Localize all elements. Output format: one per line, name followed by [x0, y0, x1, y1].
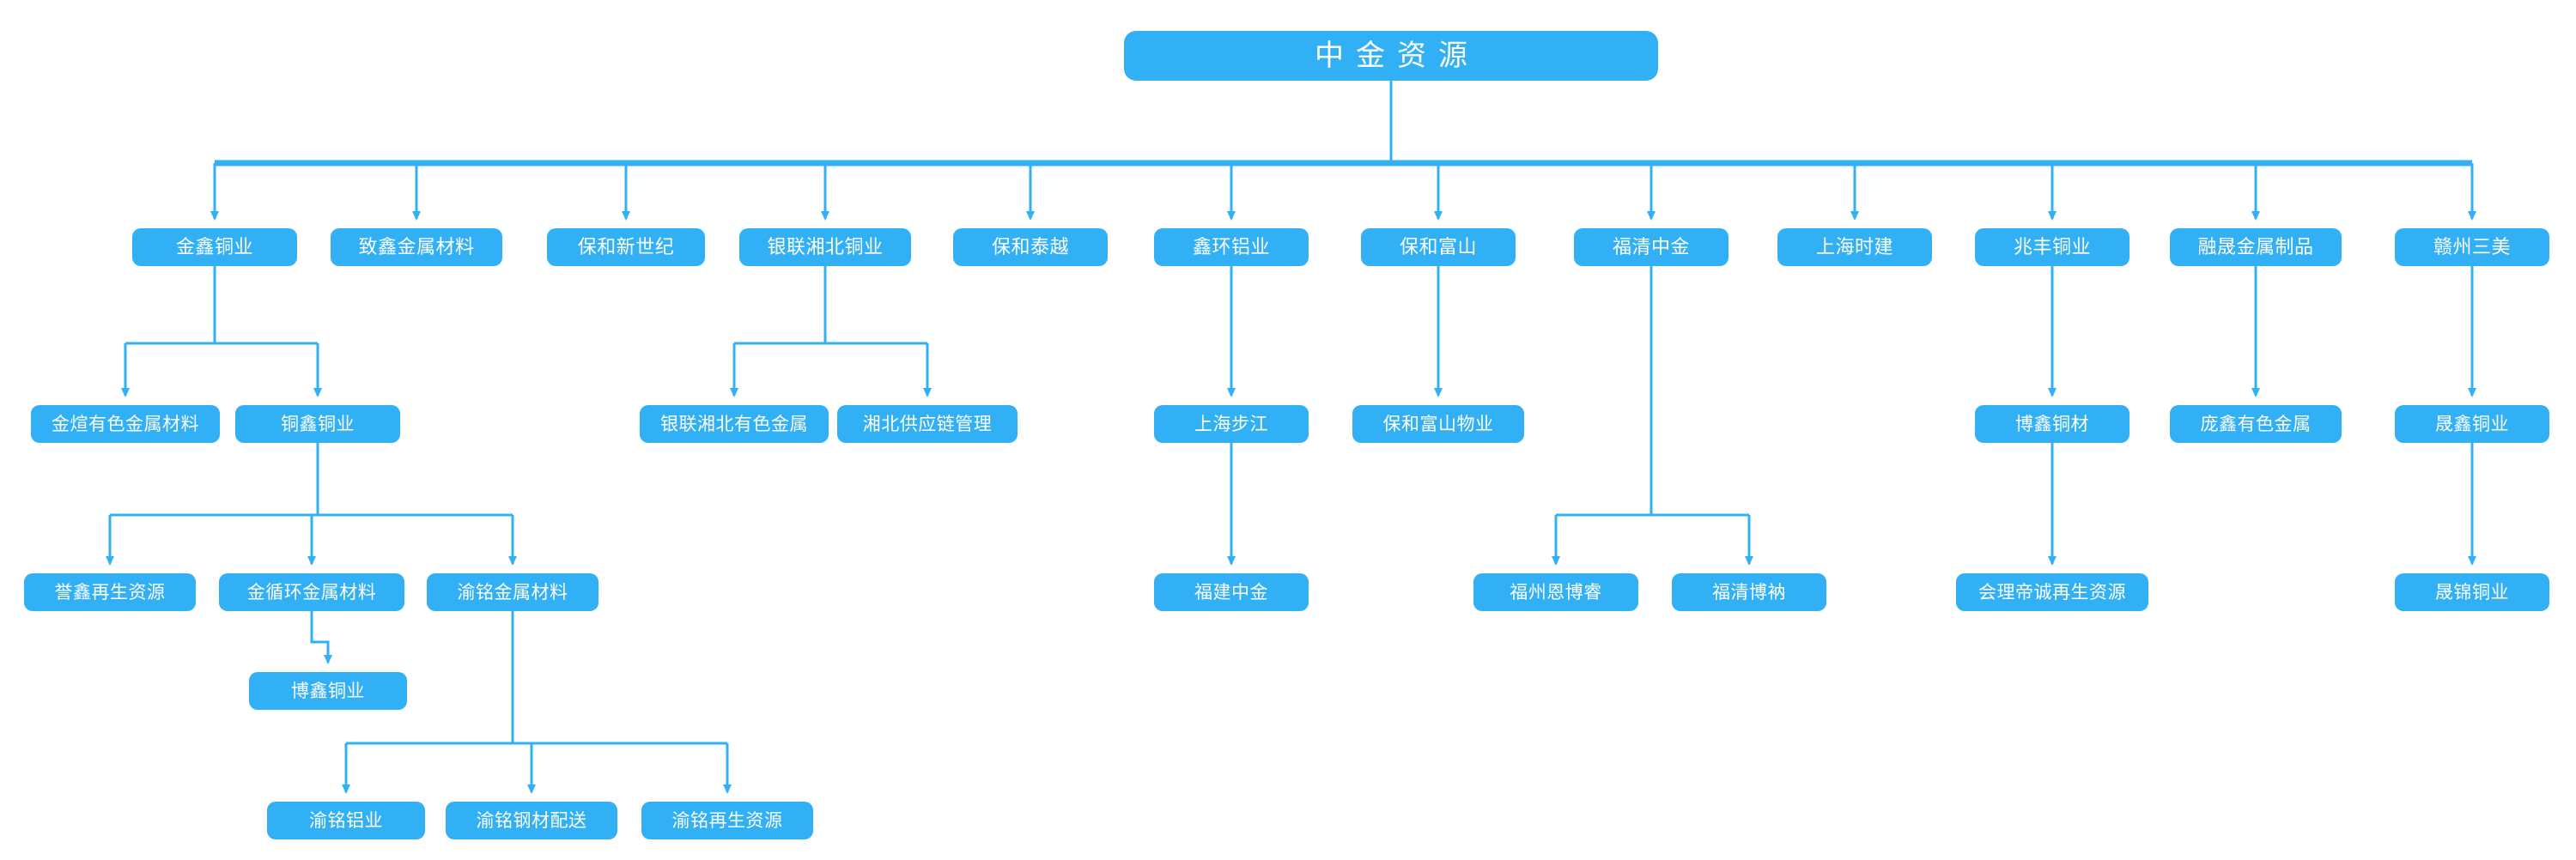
org-node[interactable]: 誉鑫再生资源: [24, 573, 196, 611]
org-node[interactable]: 晟锦铜业: [2395, 573, 2549, 611]
node-label: 晟鑫铜业: [2435, 414, 2509, 434]
node-label: 保和新世纪: [577, 236, 675, 257]
node-label: 福州恩博睿: [1510, 582, 1602, 603]
org-node[interactable]: 晟鑫铜业: [2395, 405, 2549, 443]
node-label: 渝铭铝业: [309, 810, 383, 831]
org-node[interactable]: 金煊有色金属材料: [31, 405, 220, 443]
org-node[interactable]: 保和富山: [1361, 228, 1516, 266]
org-node[interactable]: 融晟金属制品: [2170, 228, 2342, 266]
org-node[interactable]: 金循环金属材料: [219, 573, 404, 611]
node-label: 银联湘北有色金属: [660, 414, 808, 434]
root-node[interactable]: 中金资源: [1124, 31, 1658, 81]
org-node[interactable]: 上海步江: [1154, 405, 1309, 443]
node-label: 保和泰越: [991, 236, 1069, 257]
org-node[interactable]: 保和富山物业: [1352, 405, 1524, 443]
org-node[interactable]: 福清博衲: [1672, 573, 1826, 611]
org-node[interactable]: 博鑫铜材: [1975, 405, 2129, 443]
node-label: 保和富山: [1399, 236, 1477, 257]
org-node[interactable]: 银联湘北有色金属: [640, 405, 829, 443]
node-label: 誉鑫再生资源: [54, 582, 166, 603]
node-label: 兆丰铜业: [2013, 236, 2091, 257]
node-label: 上海时建: [1815, 236, 1893, 257]
org-node[interactable]: 保和泰越: [953, 228, 1108, 266]
org-node[interactable]: 赣州三美: [2395, 228, 2549, 266]
org-node[interactable]: 渝铭金属材料: [427, 573, 598, 611]
org-node[interactable]: 保和新世纪: [547, 228, 705, 266]
node-label: 晟锦铜业: [2435, 582, 2509, 603]
node-label: 博鑫铜业: [291, 681, 365, 701]
org-node[interactable]: 上海时建: [1777, 228, 1932, 266]
node-label: 福建中金: [1194, 582, 1268, 603]
node-label: 中金资源: [1315, 39, 1479, 72]
node-label: 融晟金属制品: [2197, 236, 2314, 257]
node-label: 金循环金属材料: [246, 582, 377, 603]
org-node[interactable]: 湘北供应链管理: [837, 405, 1018, 443]
org-node[interactable]: 博鑫铜业: [249, 672, 407, 710]
org-node[interactable]: 金鑫铜业: [132, 228, 297, 266]
node-label: 福清中金: [1612, 236, 1690, 257]
node-label: 渝铭钢材配送: [476, 810, 587, 831]
org-node[interactable]: 福州恩博睿: [1473, 573, 1638, 611]
node-label: 金煊有色金属材料: [52, 414, 199, 434]
node-label: 渝铭再生资源: [671, 810, 783, 831]
node-label: 致鑫金属材料: [358, 236, 475, 257]
node-label: 金鑫铜业: [175, 236, 253, 257]
node-label: 上海步江: [1194, 414, 1268, 434]
org-node[interactable]: 铜鑫铜业: [235, 405, 400, 443]
org-node[interactable]: 渝铭再生资源: [641, 802, 813, 839]
node-label: 赣州三美: [2433, 236, 2511, 257]
node-label: 会理帝诚再生资源: [1978, 582, 2126, 603]
org-node[interactable]: 福清中金: [1574, 228, 1728, 266]
node-label: 保和富山物业: [1382, 414, 1494, 434]
node-label: 鑫环铝业: [1192, 236, 1270, 257]
node-label: 福清博衲: [1712, 582, 1786, 603]
org-node[interactable]: 兆丰铜业: [1975, 228, 2129, 266]
org-node[interactable]: 银联湘北铜业: [739, 228, 911, 266]
org-node[interactable]: 庞鑫有色金属: [2170, 405, 2342, 443]
org-node[interactable]: 会理帝诚再生资源: [1956, 573, 2148, 611]
node-label: 铜鑫铜业: [281, 414, 355, 434]
node-label: 博鑫铜材: [2015, 414, 2089, 434]
org-node[interactable]: 福建中金: [1154, 573, 1309, 611]
node-label: 渝铭金属材料: [457, 582, 568, 603]
connector: [310, 611, 332, 664]
org-node[interactable]: 致鑫金属材料: [331, 228, 502, 266]
org-node[interactable]: 鑫环铝业: [1154, 228, 1309, 266]
node-label: 庞鑫有色金属: [2200, 414, 2312, 434]
node-label: 湘北供应链管理: [862, 414, 993, 434]
org-node[interactable]: 渝铭钢材配送: [446, 802, 617, 839]
node-label: 银联湘北铜业: [767, 236, 884, 257]
org-node[interactable]: 渝铭铝业: [267, 802, 425, 839]
